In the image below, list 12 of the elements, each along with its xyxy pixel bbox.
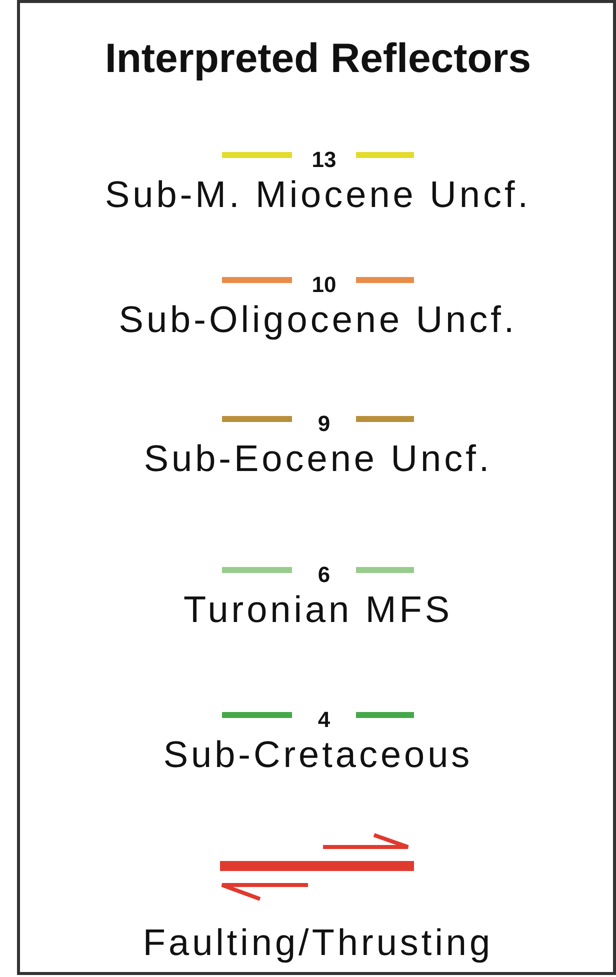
legend-title: Interpreted Reflectors [104, 35, 532, 82]
legend-label: Sub-M. Miocene Uncf. [104, 173, 532, 217]
reflector-number: 4 [316, 707, 332, 733]
reflector-number: 6 [316, 562, 332, 588]
legend-label: Sub-Eocene Uncf. [144, 437, 492, 481]
reflector-number: 13 [310, 147, 338, 173]
legend-label: Faulting/Thrusting [142, 921, 494, 965]
legend-label: Sub-Cretaceous [163, 733, 473, 777]
reflector-number: 9 [316, 411, 332, 437]
reflector-number: 10 [310, 272, 338, 298]
legend-label: Turonian MFS [183, 588, 453, 632]
legend-label: Sub-Oligocene Uncf. [118, 298, 518, 342]
